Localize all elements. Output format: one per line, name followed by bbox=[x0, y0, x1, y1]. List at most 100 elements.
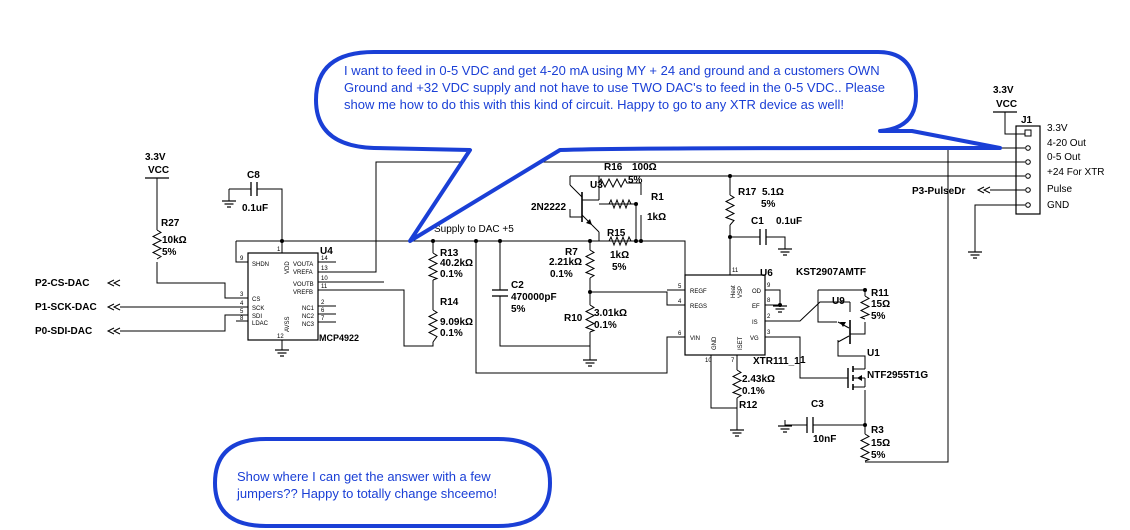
r7-ref: R7 bbox=[565, 247, 578, 258]
r27-tol: 5% bbox=[162, 247, 177, 258]
u4-pin-avss: AVSS bbox=[285, 316, 291, 332]
u4-num-11: 11 bbox=[321, 284, 328, 290]
u4-pin-sdi: SDI bbox=[252, 314, 262, 320]
j1-pin-label: +24 For XTR bbox=[1047, 167, 1105, 178]
r17-ref: R17 bbox=[738, 187, 757, 198]
capacitor-c2: C2 470000pF 5% bbox=[492, 280, 557, 315]
vcc-right: 3.3V VCC bbox=[993, 85, 1017, 113]
u6-pin-vg: VG bbox=[750, 336, 759, 342]
j1-ref: J1 bbox=[1021, 115, 1033, 126]
u6-num-8: 8 bbox=[767, 298, 771, 304]
u6-pin-vsp: VSP bbox=[738, 286, 744, 298]
r1-value: 1kΩ bbox=[647, 212, 666, 223]
u6-num-1: 1 bbox=[800, 355, 806, 366]
r16-ref: R16 bbox=[604, 162, 623, 173]
c2-value: 470000pF bbox=[511, 292, 557, 303]
u4-pin-vdd: VDD bbox=[285, 261, 291, 274]
u9-ref: U9 bbox=[832, 296, 845, 307]
r13-tol: 0.1% bbox=[440, 269, 463, 280]
vcc-right-voltage: 3.3V bbox=[993, 85, 1014, 96]
vcc-right-label: VCC bbox=[996, 99, 1017, 110]
r15-value: 1kΩ bbox=[610, 250, 629, 261]
u4-num-3: 3 bbox=[240, 292, 244, 298]
u6-num-2: 2 bbox=[767, 314, 771, 320]
net-cs: P2-CS-DAC bbox=[35, 278, 89, 289]
u4-num-12: 12 bbox=[277, 334, 284, 340]
u4-pin-vrefa: VREFA bbox=[293, 270, 313, 276]
j1-pin-label: Pulse bbox=[1047, 184, 1072, 195]
ground-j1 bbox=[967, 245, 983, 259]
transistor-u3: U3 2N2222 bbox=[531, 180, 603, 233]
u4-num-5: 5 bbox=[240, 309, 244, 315]
callout-bubble-main bbox=[314, 50, 1002, 243]
ic-u4-mcp4922: U4 MCP4922 SHDN VDD VOUTA VREFA VOUTB VR… bbox=[240, 246, 359, 343]
transistor-u9: U9 KST2907AMTF bbox=[796, 267, 866, 344]
r11-tol: 5% bbox=[871, 311, 886, 322]
r15-ref: R15 bbox=[607, 228, 626, 239]
j1-pin-label: 3.3V bbox=[1047, 123, 1068, 134]
u4-pin-nc1: NC1 bbox=[302, 306, 315, 312]
r7-value: 2.21kΩ bbox=[549, 257, 582, 268]
capacitor-c8: C8 0.1uF bbox=[228, 170, 268, 214]
u4-num-7: 7 bbox=[321, 316, 325, 322]
ground-c3 bbox=[777, 419, 793, 433]
u4-num-14: 14 bbox=[321, 256, 328, 262]
r12-tol: 0.1% bbox=[742, 386, 765, 397]
resistor-r16: R16 100Ω 5% bbox=[598, 162, 657, 195]
u3-ref: U3 bbox=[590, 180, 603, 191]
resistor-r11: R11 15Ω 5% bbox=[859, 288, 890, 322]
resistor-r3: R3 15Ω 5% bbox=[859, 425, 890, 462]
callout-bubble-jumpers bbox=[213, 437, 552, 528]
u3-part: 2N2222 bbox=[531, 202, 566, 213]
resistor-r10: 3.01kΩ R10 0.1% bbox=[564, 304, 627, 333]
u4-num-4: 4 bbox=[240, 301, 244, 307]
r10-tol: 0.1% bbox=[594, 320, 617, 331]
u6-pin-od: OD bbox=[752, 289, 762, 295]
vcc-left: 3.3V VCC bbox=[145, 152, 169, 200]
u6-ref: U6 bbox=[760, 268, 773, 279]
vcc-left-voltage: 3.3V bbox=[145, 152, 166, 163]
u6-num-6: 6 bbox=[678, 331, 682, 337]
r7-tol: 0.1% bbox=[550, 269, 573, 280]
u1-part: NTF2955T1G bbox=[867, 370, 928, 381]
u4-pin-shdn: SHDN bbox=[252, 262, 269, 268]
u6-num-9: 9 bbox=[767, 283, 771, 289]
ground-c8 bbox=[221, 194, 237, 208]
r16-tol: 5% bbox=[628, 175, 643, 186]
resistor-r27: R27 10kΩ 5% bbox=[151, 218, 187, 260]
c3-value: 10nF bbox=[813, 434, 836, 445]
u4-pin-vrefb: VREFB bbox=[293, 290, 313, 296]
u4-pin-voutb: VOUTB bbox=[293, 282, 314, 288]
callout-main-text: I want to feed in 0-5 VDC and get 4-20 m… bbox=[344, 63, 885, 112]
net-pulse: P3-PulseDr bbox=[912, 186, 965, 197]
c8-ref: C8 bbox=[247, 170, 260, 181]
u4-num-2: 2 bbox=[321, 300, 325, 306]
u4-pin-ldac: LDAC bbox=[252, 321, 269, 327]
resistor-r15: R15 1kΩ 5% bbox=[607, 228, 632, 273]
u6-num-10: 10 bbox=[705, 358, 712, 364]
capacitor-c1: C1 0.1uF bbox=[751, 216, 802, 245]
r11-value: 15Ω bbox=[871, 299, 890, 310]
net-labels-left: P2-CS-DAC P1-SCK-DAC P0-SDI-DAC bbox=[35, 278, 121, 337]
c3-ref: C3 bbox=[811, 399, 824, 410]
ic-u6-xtr111: U6 XTR111_1 REGF REGS VIN GND ISET VG IS… bbox=[667, 265, 806, 367]
r11-ref: R11 bbox=[871, 288, 889, 299]
u9-part: KST2907AMTF bbox=[796, 267, 866, 278]
ground-u4 bbox=[274, 343, 290, 357]
resistor-r13: R13 40.2kΩ 0.1% bbox=[427, 248, 473, 281]
r10-ref: R10 bbox=[564, 313, 583, 324]
r12-value: 2.43kΩ bbox=[742, 374, 775, 385]
u6-pin-regf: REGF bbox=[690, 289, 707, 295]
r12-ref: R12 bbox=[739, 400, 758, 411]
resistor-r1: R1 1kΩ bbox=[608, 192, 666, 223]
u6-pin-is: IS bbox=[752, 320, 758, 326]
ground-c1 bbox=[777, 242, 793, 256]
net-sck: P1-SCK-DAC bbox=[35, 302, 97, 313]
u4-num-13: 13 bbox=[321, 266, 328, 272]
u6-pin-ef: EF bbox=[752, 304, 760, 310]
resistor-r12: 2.43kΩ 0.1% R12 bbox=[731, 369, 775, 411]
net-label-pulse: P3-PulseDr bbox=[912, 186, 991, 197]
c2-ref: C2 bbox=[511, 280, 524, 291]
u6-num-5: 5 bbox=[678, 284, 682, 290]
u6-num-3: 3 bbox=[767, 330, 771, 336]
